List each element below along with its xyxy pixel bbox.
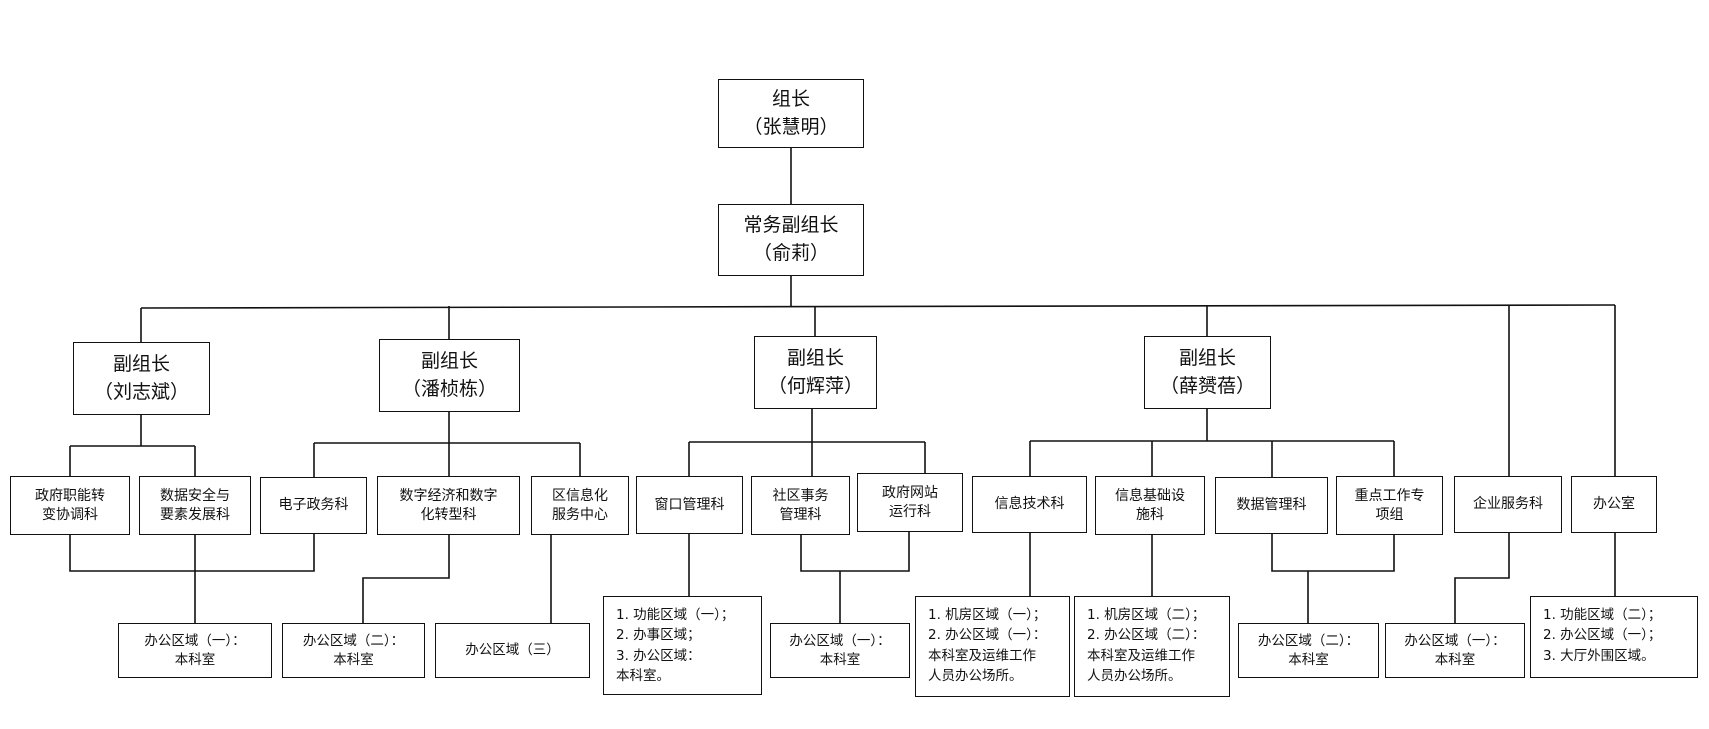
deputy-2-name: （潘桢栋） (401, 377, 497, 400)
area-6-line-4: 人员办公场所。 (928, 667, 1023, 684)
dept-2-line-2: 要素发展科 (160, 506, 230, 523)
area-box-5: 办公区域（一）： 本科室 (770, 623, 910, 678)
connector-line-41 (1454, 533, 1510, 623)
area-1-line-1: 办公区域（一）： (144, 633, 246, 650)
area-box-4: 1. 功能区域（一）； 2. 办事区域； 3. 办公区域： 本科室。 (603, 596, 762, 695)
deputy-2-title: 副组长 (420, 349, 478, 372)
deputy-1-title: 副组长 (112, 352, 170, 375)
area-box-1: 办公区域（一）： 本科室 (118, 623, 272, 678)
area-1-line-2: 本科室 (174, 651, 216, 668)
area-6-line-3: 本科室及运维工作 (928, 647, 1036, 664)
dept-box-8: 政府网站 运行科 (857, 473, 963, 532)
dept-box-9: 信息技术科 (972, 476, 1087, 533)
dept-box-14: 办公室 (1571, 476, 1657, 533)
area-5-line-2: 本科室 (819, 651, 861, 668)
dept-12-line-1: 重点工作专 (1354, 487, 1425, 504)
dept-7-line-2: 管理科 (779, 506, 822, 523)
deputy-3-title: 副组长 (786, 346, 844, 369)
dept-box-12: 重点工作专 项组 (1336, 476, 1443, 535)
area-4-line-1: 1. 功能区域（一）； (616, 607, 735, 623)
area-box-6: 1. 机房区域（一）； 2. 办公区域（一）： 本科室及运维工作 人员办公场所。 (915, 596, 1070, 697)
dept-5-line-2: 服务中心 (552, 506, 608, 523)
executive-deputy-title: 常务副组长 (743, 214, 839, 237)
area-8-line-1: 办公区域（二）： (1257, 633, 1360, 650)
dept-1-line-1: 政府职能转 (35, 487, 105, 504)
dept-11-line-1: 数据管理科 (1236, 497, 1307, 514)
connector-line-39 (1271, 534, 1395, 572)
dept-3-line-1: 电子政务科 (278, 497, 349, 514)
dept-13-line-1: 企业服务科 (1473, 496, 1543, 513)
area-2-line-2: 本科室 (333, 651, 374, 668)
dept-box-6: 窗口管理科 (636, 476, 743, 534)
area-box-2: 办公区域（二）： 本科室 (282, 623, 425, 678)
dept-box-1: 政府职能转 变协调科 (10, 476, 130, 535)
leader-box: 组长 （张慧明） (718, 79, 864, 148)
dept-5-line-1: 区信息化 (552, 487, 608, 504)
dept-10-line-2: 施科 (1136, 506, 1164, 523)
area-box-9: 办公区域（一）： 本科室 (1385, 623, 1525, 678)
area-4-line-2: 2. 办事区域； (616, 627, 701, 644)
area-10-line-2: 2. 办公区域（一）； (1543, 627, 1662, 644)
executive-deputy-box: 常务副组长 （俞莉） (718, 204, 864, 276)
dept-box-5: 区信息化 服务中心 (531, 476, 629, 535)
area-9-line-1: 办公区域（一）： (1404, 633, 1506, 650)
deputy-box-3: 副组长 （何辉萍） (754, 336, 877, 409)
area-box-8: 办公区域（二）： 本科室 (1238, 623, 1379, 678)
connector-line-35 (800, 532, 910, 572)
leader-title: 组长 (771, 87, 810, 110)
area-2-line-1: 办公区域（二）： (302, 633, 405, 650)
dept-box-4: 数字经济和数字 化转型科 (377, 476, 520, 535)
dept-box-3: 电子政务科 (260, 477, 367, 534)
deputy-box-4: 副组长 （薛赟蓓） (1144, 336, 1271, 409)
area-4-line-3: 3. 办公区域： (616, 647, 701, 664)
deputy-4-name: （薛赟蓓） (1159, 374, 1255, 397)
dept-box-2: 数据安全与 要素发展科 (139, 476, 251, 535)
dept-7-line-1: 社区事务 (772, 487, 829, 504)
dept-9-line-1: 信息技术科 (994, 496, 1065, 513)
area-box-10: 1. 功能区域（二）； 2. 办公区域（一）； 3. 大厅外围区域。 (1530, 596, 1698, 678)
area-7-line-4: 人员办公场所。 (1087, 667, 1182, 684)
dept-2-line-1: 数据安全与 (160, 487, 230, 504)
connector-line-30 (69, 534, 315, 572)
dept-box-13: 企业服务科 (1454, 476, 1562, 533)
dept-14-line-1: 办公室 (1593, 496, 1635, 513)
dept-12-line-2: 项组 (1375, 506, 1404, 523)
area-10-line-1: 1. 功能区域（二）； (1543, 607, 1662, 623)
area-7-line-3: 本科室及运维工作 (1087, 647, 1195, 664)
area-6-line-1: 1. 机房区域（一）； (928, 607, 1047, 623)
area-4-line-4: 本科室。 (616, 667, 670, 684)
area-6-line-2: 2. 办公区域（一）： (928, 627, 1047, 644)
deputy-4-title: 副组长 (1178, 346, 1236, 369)
dept-6-line-1: 窗口管理科 (654, 496, 725, 513)
area-box-3: 办公区域（三） (435, 623, 590, 678)
deputy-1-name: （刘志斌） (93, 380, 189, 403)
area-8-line-2: 本科室 (1288, 651, 1329, 668)
area-7-line-2: 2. 办公区域（二）： (1087, 627, 1206, 644)
connector-line-3 (140, 304, 1616, 309)
area-box-7: 1. 机房区域（二）； 2. 办公区域（二）： 本科室及运维工作 人员办公场所。 (1074, 596, 1230, 697)
area-10-line-3: 3. 大厅外围区域。 (1543, 647, 1655, 664)
area-7-line-1: 1. 机房区域（二）； (1087, 607, 1206, 623)
dept-4-line-2: 化转型科 (420, 506, 477, 523)
dept-1-line-2: 变协调科 (42, 506, 98, 523)
area-5-line-1: 办公区域（一）： (789, 633, 891, 650)
connector-line-32 (362, 535, 450, 623)
dept-box-7: 社区事务 管理科 (751, 476, 850, 535)
deputy-box-1: 副组长 （刘志斌） (73, 342, 210, 415)
dept-8-line-1: 政府网站 (882, 484, 938, 501)
dept-box-11: 数据管理科 (1215, 477, 1328, 534)
dept-8-line-2: 运行科 (889, 503, 931, 520)
deputy-3-name: （何辉萍） (767, 374, 863, 397)
area-3-line-1: 办公区域（三） (465, 642, 560, 659)
dept-box-10: 信息基础设 施科 (1095, 476, 1205, 535)
dept-4-line-1: 数字经济和数字 (399, 487, 498, 504)
area-9-line-2: 本科室 (1434, 651, 1476, 668)
dept-10-line-1: 信息基础设 (1115, 487, 1185, 504)
leader-name: （张慧明） (743, 115, 839, 138)
deputy-box-2: 副组长 （潘桢栋） (379, 339, 520, 412)
executive-deputy-name: （俞莉） (752, 242, 829, 264)
